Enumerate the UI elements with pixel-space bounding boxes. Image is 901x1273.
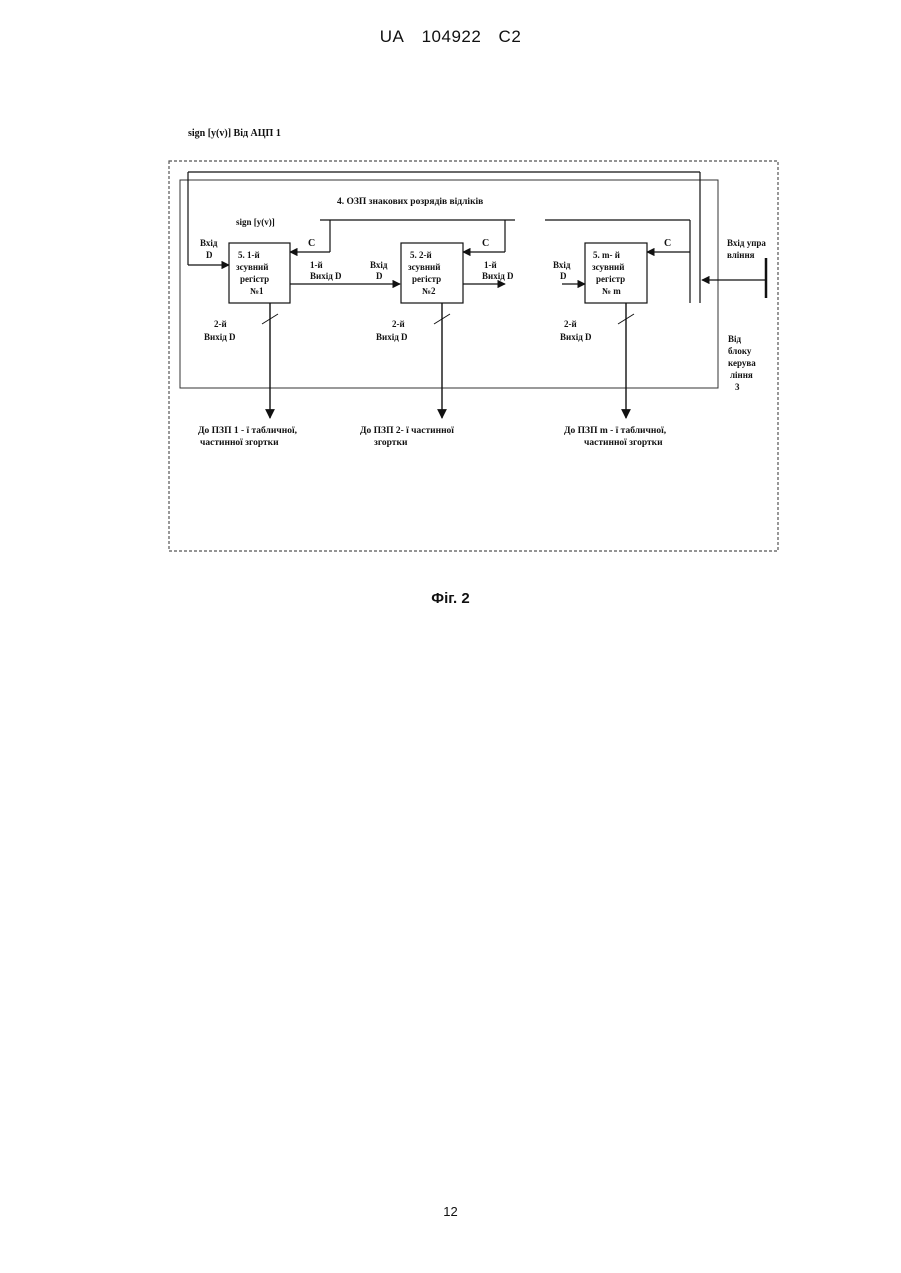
sign-label: sign [y(v)] [236, 217, 275, 227]
register-2-out2-1: 2-й [392, 319, 405, 329]
register-1-line1: 5. 1-й [238, 250, 260, 260]
register-2-dest-1: До ПЗП 2- ї частинної [360, 426, 454, 436]
register-2-out2-2: Вихід D [376, 332, 408, 342]
control-block-3: керува [728, 358, 756, 368]
control-in-label-1: Вхід упра [727, 238, 766, 248]
register-2-line3: регістр [412, 274, 441, 284]
register-1-input-1: Вхід [200, 238, 218, 248]
register-2-line4: №2 [422, 286, 436, 296]
register-2-line2: зсувний [408, 262, 440, 272]
register-2-input-1: Вхід [370, 260, 388, 270]
bus-label: 4. ОЗП знакових розрядів відліків [337, 196, 483, 207]
control-block-5: 3 [735, 382, 740, 392]
register-1-dest-2: частинної згортки [200, 438, 279, 448]
register-1-out2-1: 2-й [214, 319, 227, 329]
register-1-out1-1: 1-й [310, 260, 323, 270]
register-2-input-2: D [376, 271, 383, 281]
register-2-out1-1: 1-й [484, 260, 497, 270]
control-block-2: блоку [728, 346, 752, 356]
clock-label-m: C [664, 238, 671, 249]
register-m-dest-1: До ПЗП m - ї табличної, [564, 425, 667, 436]
clock-label-1: C [308, 238, 315, 249]
register-1-input-2: D [206, 250, 213, 260]
register-1-line4: №1 [250, 286, 264, 296]
register-1-dest-1: До ПЗП 1 - ї табличної, [198, 425, 298, 436]
register-m-input-1: Вхід [553, 260, 571, 270]
top-label: sign [y(v)] Від АЦП 1 [188, 128, 281, 139]
control-in-label-2: вління [727, 250, 755, 260]
register-m-out2-2: Вихід D [560, 332, 592, 342]
control-block-4: ління [730, 370, 753, 380]
register-m-input-2: D [560, 271, 567, 281]
register-2-dest-2: згортки [374, 438, 408, 448]
register-m-line2: зсувний [592, 262, 624, 272]
figure-caption: Фіг. 2 [0, 590, 901, 607]
register-2-out1-2: Вихід D [482, 271, 514, 281]
register-m-line1: 5. m- й [593, 250, 620, 260]
register-1-out2-2: Вихід D [204, 332, 236, 342]
register-m-dest-2: частинної згортки [584, 438, 663, 448]
register-1-line3: регістр [240, 274, 269, 284]
register-m-line3: регістр [596, 274, 625, 284]
register-m-line4: № m [602, 286, 621, 296]
clock-label-2: C [482, 238, 489, 249]
register-m-out2-1: 2-й [564, 319, 577, 329]
register-1-line2: зсувний [236, 262, 268, 272]
control-block-1: Від [728, 334, 742, 344]
register-1-out1-2: Вихід D [310, 271, 342, 281]
register-2-line1: 5. 2-й [410, 250, 432, 260]
page-number: 12 [0, 1204, 901, 1219]
